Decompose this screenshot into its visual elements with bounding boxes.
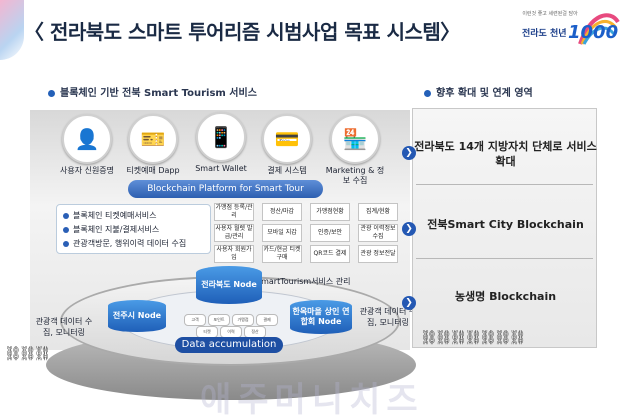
data-disk: 티켓 xyxy=(196,326,218,338)
grid-cell: 집계/현황 xyxy=(358,203,398,221)
watermark: 애주머니치즈 xyxy=(200,380,424,416)
node-jeonbuk: 전라북도 Node xyxy=(196,266,262,304)
chain-icon: ⛓⛓⛓ xyxy=(4,346,51,362)
data-disk: 포인트 xyxy=(208,314,230,326)
arrow-right-icon: ❯ xyxy=(402,222,416,236)
grid-cell: 가맹점 등록/관리 xyxy=(214,203,254,221)
feature-list: 블록체인 티켓예매서비스 블록체인 지불/결제서비스 관광객방문, 행위이력 데… xyxy=(56,204,211,254)
bullet-icon xyxy=(63,212,69,219)
service-label-marketing: Marketing & 정보 수집 xyxy=(325,166,385,185)
data-disk: 고객 xyxy=(184,314,206,326)
panel-divider xyxy=(416,184,593,185)
grid-cell: 사용자 회원가입 xyxy=(214,245,254,263)
logo-caption: 이런것 좋고 세련된걸 담아 xyxy=(522,11,578,17)
expansion-item-municipal: 전라북도 14개 지방자치 단체로 서비스 확대 xyxy=(414,140,597,168)
data-accumulation-label: Data accumulation xyxy=(175,337,283,353)
list-item: 관광객방문, 행위이력 데이터 수집 xyxy=(63,238,186,249)
grid-cell: 관광 이력정보수집 xyxy=(358,224,398,242)
ticket-icon: 🎫 xyxy=(128,114,178,164)
grid-cell: 가맹점현황 xyxy=(310,203,350,221)
grid-cell: 사용자 월렛 발급/관리 xyxy=(214,224,254,242)
bullet-icon xyxy=(48,89,55,97)
left-side-label: 관광객 데이터 수집, 모니터링 xyxy=(35,317,93,337)
payment-icon: 💳 xyxy=(262,114,312,164)
data-disk: 가맹점 xyxy=(232,314,254,326)
right-side-label: 관광객 데이터 수집, 모니터링 xyxy=(359,307,417,327)
node-hanok-merchants: 한옥마을 상인 연합회 Node xyxy=(290,300,352,334)
grid-cell: 정산/마감 xyxy=(262,203,302,221)
shop-icon: 🏪 xyxy=(330,114,380,164)
smart-wallet-icon: 📱 xyxy=(196,112,246,162)
service-label-wallet: Smart Wallet xyxy=(195,164,247,173)
bullet-icon xyxy=(63,240,69,247)
decorative-corner xyxy=(0,0,24,60)
list-item: 블록체인 티켓예매서비스 xyxy=(63,210,157,221)
platform-bar: Blockchain Platform for Smart Tour xyxy=(128,180,323,198)
logo-name: 전라도 천년 xyxy=(522,29,567,39)
grid-cell: 모바일 지갑 xyxy=(262,224,302,242)
arrow-right-icon: ❯ xyxy=(402,296,416,310)
expansion-panel: 전라북도 14개 지방자치 단체로 서비스 확대 전북Smart City Bl… xyxy=(412,108,597,348)
arrow-right-icon: ❯ xyxy=(402,146,416,160)
grid-cell: 카드/현금 티켓구매 xyxy=(262,245,302,263)
grid-cell: 관광 정보전달 xyxy=(358,245,398,263)
service-mgmt-label: SmartTourism서비스 관리 xyxy=(256,277,351,286)
logo-swirl-icon xyxy=(578,13,620,45)
bullet-icon xyxy=(424,89,431,97)
user-id-icon: 👤 xyxy=(62,114,112,164)
node-jeonju: 전주시 Node xyxy=(108,300,166,332)
service-label-identity: 사용자 신원증명 xyxy=(59,166,115,175)
list-item: 블록체인 지불/결제서비스 xyxy=(63,224,159,235)
expansion-item-smartcity: 전북Smart City Blockchain xyxy=(427,218,584,231)
data-disk: 결제 xyxy=(256,314,278,326)
right-section-heading: 향후 확대 및 연계 영역 xyxy=(424,84,533,99)
chain-icon: ⛓⛓⛓⛓⛓⛓⛓ xyxy=(420,330,526,346)
service-label-payment: 결제 시스템 xyxy=(267,166,307,175)
expansion-item-agri: 농생명 Blockchain xyxy=(454,290,557,303)
logo-number: 1000 xyxy=(568,22,619,43)
bullet-icon xyxy=(63,226,69,233)
page-title: 〈 전라북도 스마트 투어리즘 시범사업 목표 시스템〉 xyxy=(24,20,460,44)
grid-cell: QR코드 결제 xyxy=(310,245,350,263)
left-section-heading: 블록체인 기반 전북 Smart Tourism 서비스 xyxy=(48,84,257,99)
panel-divider xyxy=(416,258,593,259)
grid-cell: 인증/보안 xyxy=(310,224,350,242)
service-label-ticket: 티켓예매 Dapp xyxy=(126,166,180,175)
